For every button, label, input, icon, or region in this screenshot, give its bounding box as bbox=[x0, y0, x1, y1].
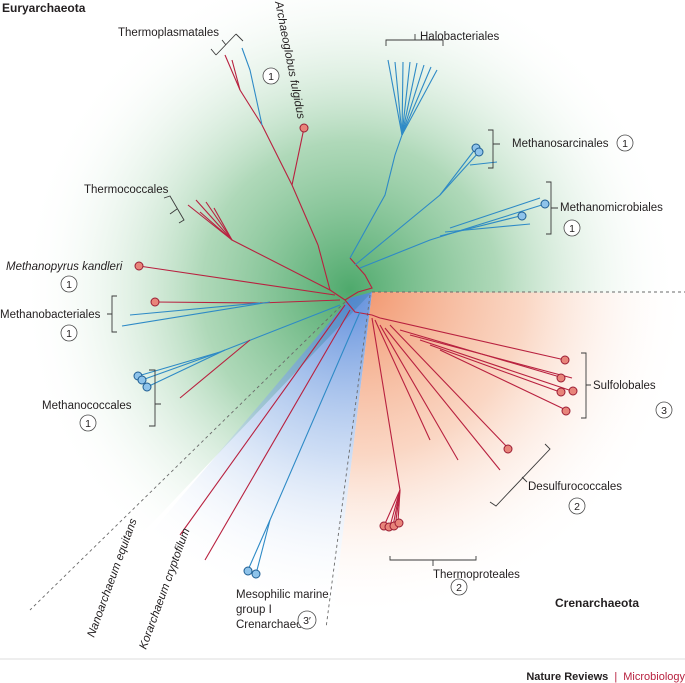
bracket-halobacteriales bbox=[385, 34, 444, 46]
tip-methanobacteriales bbox=[150, 297, 160, 307]
bracket-thermoplasmatales bbox=[210, 33, 244, 56]
number-badge-methanosarcinales: 1 bbox=[616, 134, 634, 152]
bracket-thermoproteales bbox=[389, 556, 477, 566]
label-mesophilic-line-2: group I bbox=[236, 604, 272, 616]
credit-journal: Nature Reviews bbox=[526, 671, 608, 683]
svg-text:1: 1 bbox=[622, 138, 628, 150]
bracket-sulfolobales bbox=[581, 352, 591, 419]
svg-text:1: 1 bbox=[85, 418, 91, 430]
bracket-desulfurococcales bbox=[489, 443, 551, 507]
tip-methanosarcinales-2 bbox=[474, 147, 484, 157]
label-methanobacteriales: Methanobacteriales bbox=[0, 309, 101, 321]
number-badge-archaeoglobus: 1 bbox=[262, 67, 280, 85]
marine-group-shade bbox=[60, 292, 372, 640]
bracket-methanosarcinales bbox=[488, 129, 500, 169]
label-methanopyrus: Methanopyrus kandleri bbox=[6, 261, 123, 273]
tip-sulfolobales-5 bbox=[561, 406, 571, 416]
number-badge-methanomicrobiales: 1 bbox=[563, 219, 581, 237]
tip-methanomicrobiales-2 bbox=[517, 211, 527, 221]
domain-label-euryarchaeota: Euryarchaeota bbox=[2, 1, 86, 15]
number-badge-methanococcales: 1 bbox=[79, 414, 97, 432]
divider-marine-crenarchaeota bbox=[325, 294, 371, 629]
number-badge-mesophilic: 3′ bbox=[297, 610, 317, 630]
tree-branches bbox=[121, 47, 573, 575]
label-methanococcales: Methanococcales bbox=[42, 400, 132, 412]
clade-brackets bbox=[107, 33, 591, 566]
tip-methanomicrobiales-1 bbox=[540, 199, 550, 209]
label-thermococcales: Thermococcales bbox=[84, 184, 169, 196]
tip-markers bbox=[133, 123, 578, 579]
number-badge-methanopyrus: 1 bbox=[60, 275, 78, 293]
tip-methanococcales-2 bbox=[137, 375, 147, 385]
bracket-methanococcales bbox=[149, 369, 161, 427]
tip-thermoproteales-4 bbox=[394, 518, 404, 528]
label-desulfurococcales: Desulfurococcales bbox=[528, 481, 622, 493]
svg-text:3′: 3′ bbox=[303, 615, 311, 627]
svg-text:3: 3 bbox=[661, 405, 667, 417]
tip-sulfolobales-2 bbox=[556, 373, 566, 383]
credit-line: Nature Reviews | Microbiology bbox=[526, 671, 685, 683]
label-halobacteriales: Halobacteriales bbox=[420, 31, 500, 43]
tip-marine-1 bbox=[243, 566, 253, 576]
tip-marine-2 bbox=[251, 569, 261, 579]
svg-text:1: 1 bbox=[66, 279, 72, 291]
tip-methanopyrus bbox=[134, 261, 144, 271]
tip-sulfolobales-3 bbox=[568, 386, 578, 396]
tip-desulfurococcales bbox=[503, 444, 513, 454]
tip-archaeoglobus bbox=[299, 123, 309, 133]
domain-label-crenarchaeota: Crenarchaeota bbox=[555, 596, 639, 610]
svg-text:2: 2 bbox=[456, 582, 462, 594]
label-methanomicrobiales: Methanomicrobiales bbox=[560, 202, 663, 214]
label-methanosarcinales: Methanosarcinales bbox=[512, 138, 609, 150]
label-sulfolobales: Sulfolobales bbox=[593, 380, 656, 392]
label-mesophilic-line-3: Crenarchaeota bbox=[236, 619, 313, 631]
tip-sulfolobales-1 bbox=[560, 355, 570, 365]
divider-euryarchaeota-marine bbox=[29, 301, 346, 611]
number-badge-desulfurococcales: 2 bbox=[568, 497, 586, 515]
svg-text:1: 1 bbox=[66, 328, 72, 340]
label-thermoproteales: Thermoproteales bbox=[433, 569, 520, 581]
svg-text:1: 1 bbox=[268, 71, 274, 83]
label-thermoplasmatales: Thermoplasmatales bbox=[118, 27, 219, 39]
number-badge-sulfolobales: 3 bbox=[655, 401, 673, 419]
bracket-methanomicrobiales bbox=[546, 181, 558, 235]
number-badge-methanobacteriales: 1 bbox=[60, 324, 78, 342]
tip-sulfolobales-4 bbox=[556, 387, 566, 397]
number-badge-thermoproteales: 2 bbox=[450, 578, 468, 596]
bracket-thermococcales bbox=[163, 195, 185, 224]
svg-text:2: 2 bbox=[574, 501, 580, 513]
label-mesophilic-line-1: Mesophilic marine bbox=[236, 589, 329, 601]
svg-text:1: 1 bbox=[569, 223, 575, 235]
credit-separator: | bbox=[614, 671, 617, 683]
tip-methanococcales-3 bbox=[142, 382, 152, 392]
crenarchaeota-shade bbox=[330, 292, 685, 640]
bracket-methanobacteriales bbox=[107, 295, 117, 333]
credit-section: Microbiology bbox=[623, 671, 685, 683]
